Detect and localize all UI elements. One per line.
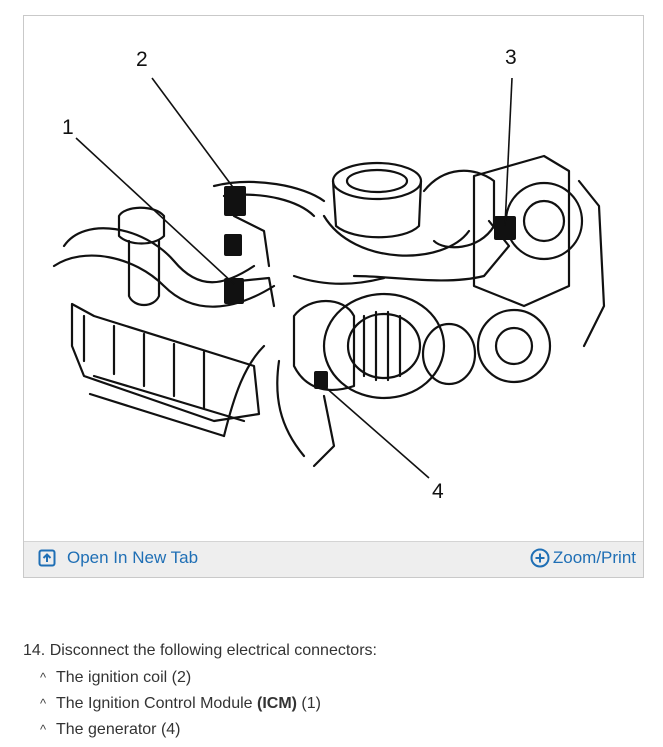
callout-3: 3: [505, 46, 517, 69]
list-item: ^ The generator (4): [40, 719, 321, 745]
open-in-new-tab-icon: [38, 549, 56, 567]
zoom-plus-circle-icon: [530, 548, 550, 568]
list-item: ^ The ignition coil (2): [40, 667, 321, 693]
engine-diagram: 1 2 3 4: [52, 46, 606, 503]
list-item-bold: (ICM): [257, 695, 297, 712]
open-in-new-tab-label: Open In New Tab: [67, 548, 199, 567]
list-item-text: The Ignition Control Module (ICM) (1): [56, 693, 321, 719]
caret-up-icon: ^: [40, 670, 47, 685]
list-item-text: The generator (4): [56, 721, 181, 738]
open-in-new-tab-link[interactable]: Open In New Tab: [38, 548, 198, 568]
zoom-print-link[interactable]: Zoom/Print: [530, 548, 636, 568]
callout-1: 1: [62, 116, 74, 139]
figure-frame: 1 2 3 4 Open In New Tab Zoom/Print: [23, 15, 644, 578]
list-item: ^ The Ignition Control Module (ICM) (1): [40, 693, 321, 719]
callout-4: 4: [432, 480, 444, 503]
list-item-suffix: (1): [296, 695, 321, 712]
list-item-prefix: The Ignition Control Module: [56, 695, 257, 712]
connector-list: ^ The ignition coil (2) ^ The Ignition C…: [40, 667, 321, 745]
list-item-text: The ignition coil (2): [56, 669, 192, 686]
callout-2: 2: [136, 48, 148, 71]
step-instruction: 14. Disconnect the following electrical …: [23, 642, 377, 659]
caret-up-icon: ^: [40, 696, 47, 711]
caret-up-icon: ^: [40, 722, 47, 737]
figure-toolbar: Open In New Tab Zoom/Print: [24, 541, 643, 577]
zoom-print-label: Zoom/Print: [552, 548, 636, 567]
